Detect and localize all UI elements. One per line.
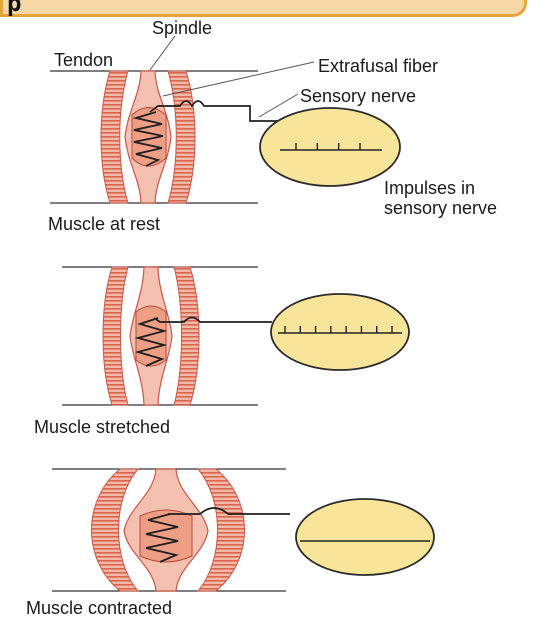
caption-contracted: Muscle contracted bbox=[26, 598, 172, 618]
extrafusal-fiber-left bbox=[101, 71, 128, 203]
spindle-center bbox=[140, 510, 192, 562]
label-impulses-line1: Impulses in bbox=[384, 178, 475, 198]
sensory-nerve-wire bbox=[154, 318, 272, 323]
oscilloscope-stretched bbox=[271, 294, 409, 370]
spindle-center bbox=[136, 306, 166, 366]
extrafusal-fiber-right bbox=[174, 267, 199, 405]
label-spindle: Spindle bbox=[152, 18, 212, 38]
caption-stretched: Muscle stretched bbox=[34, 417, 170, 437]
caption-rest: Muscle at rest bbox=[48, 214, 160, 234]
label-sensory-nerve: Sensory nerve bbox=[300, 86, 416, 106]
panel-contracted bbox=[52, 469, 434, 591]
extrafusal-fiber-left bbox=[103, 267, 128, 405]
label-tendon: Tendon bbox=[54, 50, 113, 70]
panel-stretched bbox=[62, 267, 409, 405]
pointer-spindle bbox=[150, 36, 175, 70]
label-extrafusal-fiber: Extrafusal fiber bbox=[318, 56, 438, 76]
extrafusal-fiber-right bbox=[168, 71, 195, 203]
oscilloscope-rest bbox=[260, 108, 400, 186]
sensory-nerve-wire bbox=[150, 101, 285, 121]
oscilloscope-contracted bbox=[296, 499, 434, 575]
label-impulses-line2: sensory nerve bbox=[384, 198, 497, 218]
